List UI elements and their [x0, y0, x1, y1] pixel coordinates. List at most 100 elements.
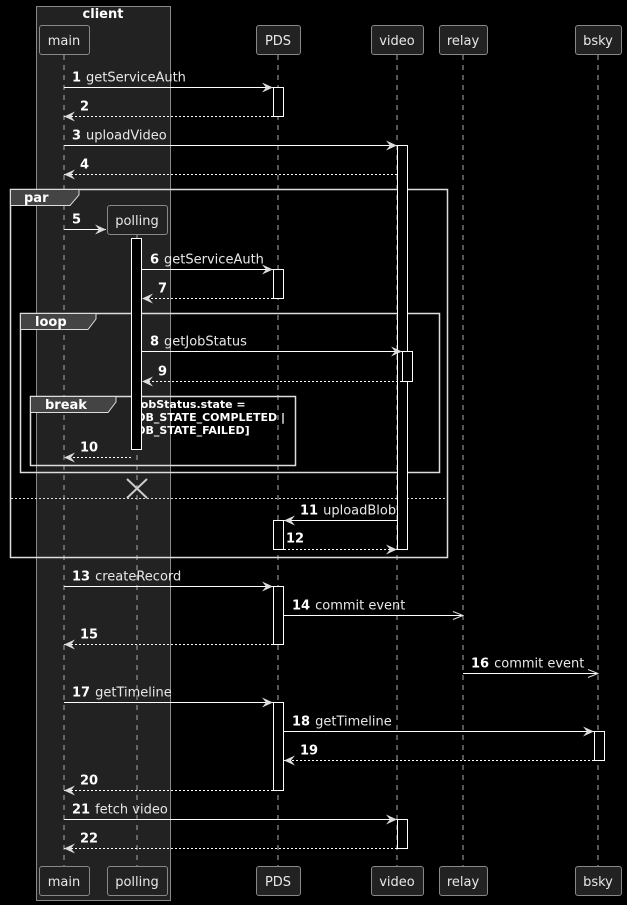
message-label: 10	[80, 441, 98, 456]
activation-pds-1	[273, 87, 284, 117]
activation-polling	[131, 238, 142, 450]
arrowhead-icon	[284, 515, 295, 526]
par-label: par	[24, 191, 49, 206]
arrowhead-icon	[64, 111, 75, 122]
message-21: 21 fetch video	[64, 803, 397, 825]
message-text: getJobStatus	[164, 335, 247, 350]
break-condition-line-3: JOB_STATE_FAILED]	[131, 424, 250, 437]
message-13: 13 createRecord	[64, 570, 273, 592]
polling-destroy-icon	[126, 478, 148, 499]
arrowhead-icon	[142, 293, 153, 304]
arrowhead-icon	[386, 544, 397, 555]
message-label: 8 getJobStatus	[150, 335, 247, 350]
break-fragment: break [jobStatus.state = JOB_STATE_COMPL…	[29, 395, 297, 467]
arrowhead-icon	[64, 843, 75, 854]
arrowhead-icon	[262, 697, 273, 708]
participant-label: bsky	[583, 875, 613, 890]
message-label: 20	[80, 774, 98, 789]
loop-label: loop	[35, 315, 67, 330]
message-label: 13 createRecord	[72, 570, 181, 585]
participant-label: polling	[115, 875, 159, 890]
message-17: 17 getTimeline	[64, 686, 273, 708]
message-4: 4	[64, 158, 397, 180]
message-text: createRecord	[95, 570, 181, 585]
message-label: 5	[72, 213, 81, 228]
participant-label: video	[379, 34, 415, 49]
arrowhead-icon	[64, 169, 75, 180]
client-group-box: client	[36, 6, 171, 901]
participant-bsky-top[interactable]: bsky	[575, 25, 622, 55]
message-number: 20	[80, 774, 98, 789]
message-8: 8 getJobStatus	[142, 335, 402, 357]
message-label: 22	[80, 832, 98, 847]
participant-label: main	[48, 875, 80, 890]
client-group-title: client	[83, 7, 124, 22]
participant-main-top[interactable]: main	[39, 25, 90, 55]
participant-main-bottom[interactable]: main	[39, 866, 90, 896]
message-text: uploadVideo	[86, 129, 167, 144]
participant-video-top[interactable]: video	[371, 25, 424, 55]
arrowhead-icon	[284, 755, 295, 766]
participant-polling-bottom[interactable]: polling	[107, 866, 168, 896]
participant-relay-top[interactable]: relay	[439, 25, 488, 55]
activation-pds-3	[273, 520, 284, 550]
participant-pds-top[interactable]: PDS	[256, 25, 301, 55]
message-19: 19	[284, 744, 594, 766]
message-number: 15	[80, 628, 98, 643]
participant-pds-bottom[interactable]: PDS	[256, 866, 301, 896]
activations	[131, 87, 605, 849]
arrowhead-icon	[64, 639, 75, 650]
participant-label: relay	[447, 875, 480, 890]
participant-label: video	[379, 875, 415, 890]
message-number: 16	[471, 657, 489, 672]
message-number: 8	[150, 335, 159, 350]
activation-pds-2	[273, 269, 284, 299]
message-label: 2	[80, 100, 89, 115]
message-7: 7	[142, 282, 273, 304]
arrowhead-icon	[391, 346, 402, 357]
message-number: 19	[300, 744, 318, 759]
message-number: 21	[72, 803, 90, 818]
break-condition-line-1: [jobStatus.state =	[132, 398, 246, 411]
message-number: 17	[72, 686, 90, 701]
participant-label: PDS	[265, 34, 291, 49]
participant-video-bottom[interactable]: video	[371, 866, 424, 896]
message-text: getTimeline	[315, 715, 392, 730]
message-label: 7	[158, 282, 167, 297]
message-22: 22	[64, 832, 397, 854]
message-number: 7	[158, 282, 167, 297]
arrowhead-icon	[64, 452, 75, 463]
message-number: 12	[286, 532, 304, 547]
arrowhead-icon	[142, 376, 153, 387]
message-text: getServiceAuth	[164, 253, 264, 268]
participant-bsky-bottom[interactable]: bsky	[575, 866, 622, 896]
message-text: fetch video	[95, 803, 168, 818]
message-12: 12	[284, 532, 397, 555]
message-20: 20	[64, 774, 273, 796]
message-label: 12	[286, 532, 304, 547]
participant-label: bsky	[583, 34, 613, 49]
message-text: commit event	[315, 599, 405, 614]
message-9: 9	[142, 365, 402, 387]
message-text: getTimeline	[95, 686, 172, 701]
participant-relay-bottom[interactable]: relay	[439, 866, 488, 896]
participant-polling-top[interactable]: polling	[107, 205, 168, 235]
message-label: 19	[300, 744, 318, 759]
arrowhead-icon	[583, 726, 594, 737]
message-label: 4	[80, 158, 89, 173]
open-arrowhead-icon	[452, 611, 465, 620]
message-number: 4	[80, 158, 89, 173]
message-number: 13	[72, 570, 90, 585]
break-condition-line-2: JOB_STATE_COMPLETED |	[131, 411, 285, 424]
